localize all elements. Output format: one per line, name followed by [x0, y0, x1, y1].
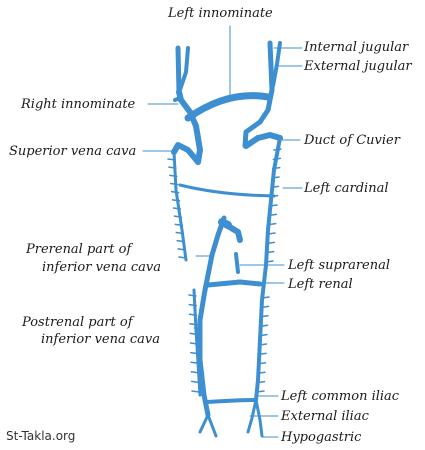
label-prerenal-line2: inferior vena cava — [42, 260, 161, 275]
watermark: St-Takla.org — [6, 429, 75, 443]
label-external-iliac: External iliac — [280, 409, 370, 424]
label-right-innominate: Right innominate — [20, 97, 136, 112]
right-internal-jugular — [175, 45, 182, 95]
left-external-iliac — [246, 398, 258, 434]
intersegmental-branch — [190, 351, 199, 355]
intersegmental-branch — [256, 390, 265, 393]
intersegmental-branches — [167, 148, 282, 393]
left-common-iliac-vein — [206, 398, 258, 404]
intersegmental-branch — [272, 157, 282, 161]
intersegmental-branch — [259, 333, 268, 337]
postrenal-ivc — [197, 287, 211, 418]
intersegmental-branch — [189, 342, 199, 345]
label-leaders — [142, 25, 303, 438]
intersegmental-branch — [271, 166, 281, 170]
labels: Left innominate Internal jugular Externa… — [6, 6, 412, 445]
hepatic-branch — [225, 223, 243, 243]
intersegmental-branch — [176, 239, 185, 243]
right-external-jugular — [178, 46, 190, 92]
intersegmental-branch — [259, 324, 269, 327]
right-external-iliac — [198, 413, 210, 434]
intersegmental-branch — [257, 362, 267, 365]
intersegmental-branch — [273, 148, 282, 151]
left-external-jugular — [271, 41, 282, 88]
intersegmental-branch — [271, 176, 280, 179]
label-prerenal-line1: Prerenal part of — [25, 242, 133, 257]
intersegmental-branch — [189, 332, 198, 336]
intersegmental-branch — [256, 380, 266, 384]
intersegmental-branch — [260, 315, 269, 318]
intersegmental-branch — [258, 343, 268, 346]
intersegmental-branch — [267, 232, 276, 235]
intersegmental-branch — [175, 231, 184, 235]
cardinal-anastomosis — [178, 183, 276, 198]
intersegmental-branch — [190, 361, 199, 364]
intersegmental-branch — [191, 390, 200, 393]
intersegmental-branch — [265, 250, 275, 254]
label-left-cardinal: Left cardinal — [303, 181, 389, 196]
intersegmental-branch — [270, 185, 280, 189]
intersegmental-branch — [188, 294, 197, 297]
label-duct-of-cuvier: Duct of Cuvier — [303, 133, 401, 148]
label-hypogastric: Hypogastric — [280, 430, 362, 445]
intersegmental-branch — [190, 380, 200, 384]
left-hypogastric — [254, 398, 264, 438]
left-jugular-descend — [242, 87, 275, 149]
prerenal-ivc — [202, 215, 227, 293]
label-left-renal: Left renal — [287, 277, 353, 292]
intersegmental-branch — [170, 190, 180, 194]
intersegmental-branch — [172, 207, 182, 210]
right-innominate-leader-stub — [173, 96, 182, 102]
intersegmental-branch — [173, 215, 183, 218]
intersegmental-branch — [178, 256, 187, 259]
label-internal-jugular: Internal jugular — [303, 40, 409, 55]
intersegmental-branch — [257, 371, 266, 374]
intersegmental-branch — [170, 182, 179, 186]
intersegmental-branch — [269, 194, 279, 198]
superior-vena-cava — [171, 142, 201, 165]
intersegmental-branch — [267, 222, 277, 226]
intersegmental-branch — [169, 174, 178, 178]
label-left-innominate: Left innominate — [167, 6, 273, 21]
label-postrenal-line1: Postrenal part of — [21, 315, 135, 330]
label-postrenal-line2: inferior vena cava — [41, 332, 160, 347]
intersegmental-branch — [168, 166, 177, 169]
left-innominate-vein — [184, 92, 272, 122]
intersegmental-branch — [269, 204, 278, 207]
label-left-common-iliac: Left common iliac — [280, 389, 400, 404]
label-left-suprarenal: Left suprarenal — [287, 258, 390, 273]
label-external-jugular: External jugular — [303, 59, 412, 74]
intersegmental-branch — [167, 158, 176, 161]
right-hypogastric — [206, 413, 218, 438]
intersegmental-branch — [266, 241, 276, 245]
duct-of-cuvier — [243, 132, 283, 149]
right-cardinal-vein — [172, 150, 188, 262]
intersegmental-branch — [260, 305, 270, 309]
intersegmental-branch — [261, 296, 270, 299]
label-superior-vena-cava: Superior vena cava — [9, 144, 136, 159]
intersegmental-branch — [188, 303, 198, 307]
intersegmental-branch — [265, 260, 274, 263]
intersegmental-branch — [189, 323, 198, 326]
intersegmental-branch — [171, 199, 181, 202]
intersegmental-branch — [174, 223, 184, 227]
intersegmental-branch — [177, 248, 186, 251]
vein-structure — [167, 40, 283, 438]
left-suprarenal-vein — [234, 252, 240, 274]
intersegmental-branch — [190, 371, 200, 374]
left-renal-vein — [205, 279, 263, 288]
intersegmental-branch — [268, 213, 278, 217]
intersegmental-branch — [188, 313, 198, 316]
intersegmental-branch — [258, 352, 267, 356]
